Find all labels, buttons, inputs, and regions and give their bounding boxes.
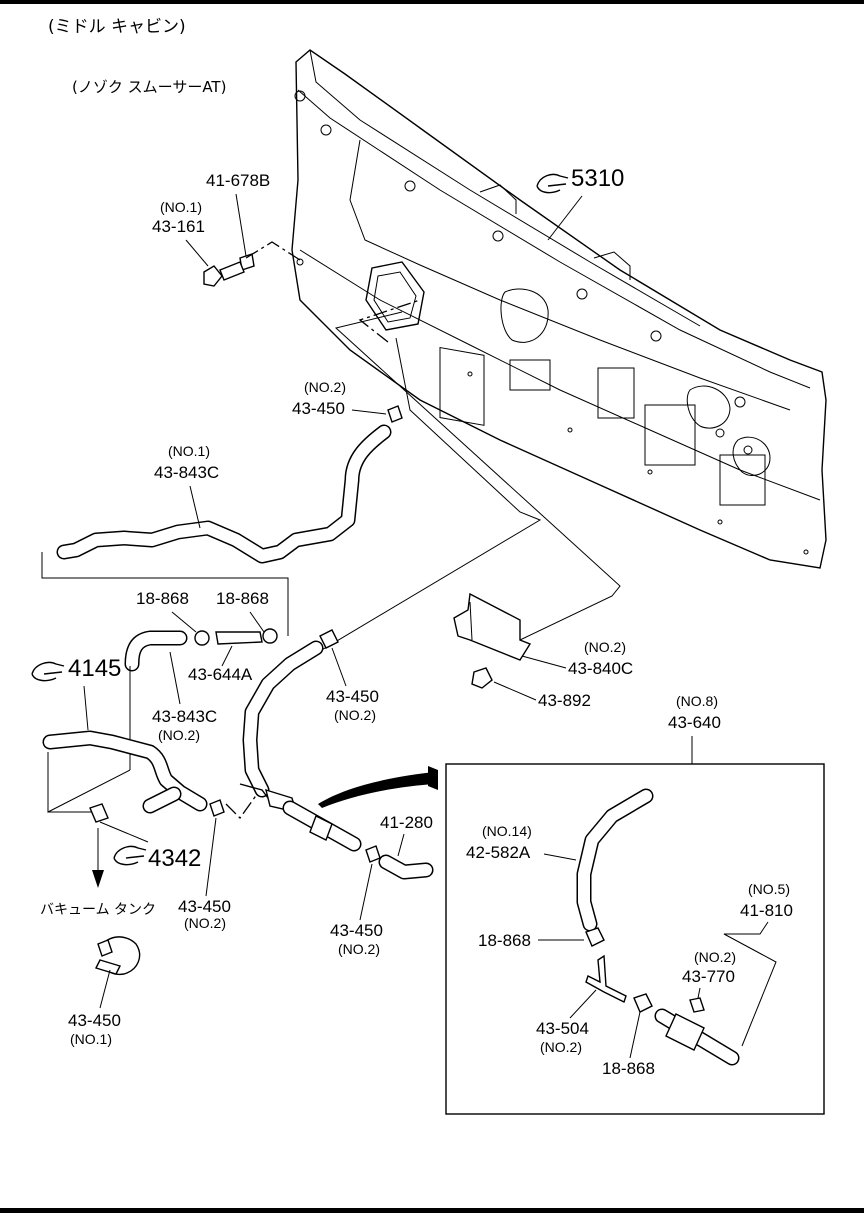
- part-label-p43-770: 43-770: [682, 967, 735, 986]
- part-label-p4145: 4145: [68, 655, 121, 682]
- part-label-p5310: 5310: [571, 165, 624, 192]
- part-label-p43-450-d-no: (NO.2): [338, 941, 380, 957]
- part-label-p43-892: 43-892: [538, 691, 591, 710]
- part-label-p18-868-a: 18-868: [136, 589, 189, 608]
- top-rule: [0, 0, 864, 4]
- part-label-p18-868-c: 18-868: [478, 931, 531, 950]
- ref-5310: 5310: [536, 165, 624, 241]
- ref-4342: 4342: [113, 845, 201, 872]
- part-label-p43-450-c: 43-450: [178, 897, 231, 916]
- part-label-p43-770-no: (NO.2): [694, 949, 736, 965]
- part-label-p43-450-e: 43-450: [68, 1011, 121, 1030]
- part-label-p43-450-c-no: (NO.2): [184, 915, 226, 931]
- part-label-p43-161-no: (NO.1): [160, 199, 202, 215]
- part-label-p43-450-b-no: (NO.2): [334, 707, 376, 723]
- pointing-hand-icon: [31, 661, 65, 682]
- part-label-p43-504-no: (NO.2): [540, 1039, 582, 1055]
- part-label-p18-868-b: 18-868: [216, 589, 269, 608]
- part-label-p41-678b: 41-678B: [206, 171, 270, 190]
- ref-4145: 4145: [31, 655, 121, 731]
- part-label-p43-840c-no: (NO.2): [584, 639, 626, 655]
- part-label-p43-450-a-no: (NO.2): [304, 379, 346, 395]
- part-label-p43-843c-a: 43-843C: [154, 463, 219, 482]
- part-label-p43-640: 43-640: [668, 713, 721, 732]
- part-label-p43-843c-a-no: (NO.1): [168, 443, 210, 459]
- bottom-rule: [0, 1208, 864, 1213]
- part-label-p41-810: 41-810: [740, 901, 793, 920]
- part-label-p18-868-d: 18-868: [602, 1059, 655, 1078]
- part-label-p42-582a-no: (NO.14): [482, 823, 532, 839]
- page-subtitle: (ノゾク スムーサーAT): [72, 78, 226, 96]
- part-label-p43-843c-b-no: (NO.2): [158, 727, 200, 743]
- part-label-p43-450-a: 43-450: [292, 399, 345, 418]
- part-label-p43-840c: 43-840C: [568, 659, 633, 678]
- part-label-p41-810-no: (NO.5): [748, 881, 790, 897]
- part-label-p43-161: 43-161: [152, 217, 205, 236]
- page-title: (ミドル キャビン): [48, 17, 186, 37]
- part-label-p41-280: 41-280: [380, 813, 433, 832]
- pointing-hand-icon: [113, 845, 147, 866]
- pointing-hand-icon: [536, 173, 569, 194]
- detail-inset: [445, 763, 825, 1115]
- part-label-p43-640-no: (NO.8): [676, 693, 718, 709]
- cowl-panel: [291, 49, 827, 569]
- part-label-p4342: 4342: [148, 845, 201, 872]
- part-label-p43-843c-b: 43-843C: [152, 707, 217, 726]
- part-label-p43-644a: 43-644A: [188, 665, 253, 684]
- part-label-p43-450-e-no: (NO.1): [70, 1031, 112, 1047]
- part-label-p42-582a: 42-582A: [466, 843, 531, 862]
- part-label-p43-450-b: 43-450: [326, 687, 379, 706]
- part-label-vacuum-tank: バキューム タンク: [40, 902, 156, 918]
- part-label-p43-450-d: 43-450: [330, 921, 383, 940]
- part-label-p43-504: 43-504: [536, 1019, 589, 1038]
